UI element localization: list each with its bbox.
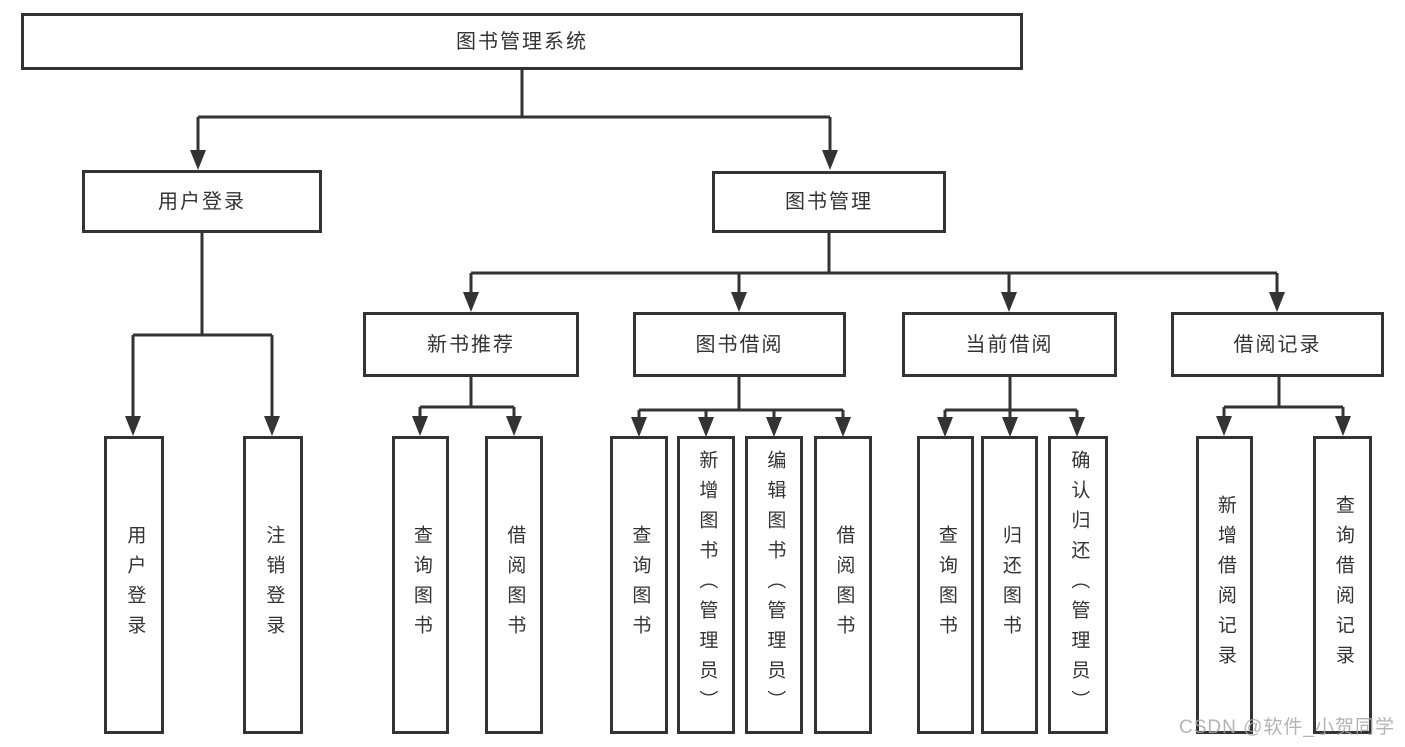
node-add-books-admin: 新增图书（管理员）	[677, 436, 735, 734]
node-user-login: 用户登录	[82, 170, 322, 233]
node-current-borrowing: 当前借阅	[902, 312, 1117, 377]
node-confirm-return-admin: 确认归还（管理员）	[1048, 436, 1108, 734]
node-book-borrowing: 图书借阅	[633, 312, 846, 377]
node-query-books-borrowing: 查询图书	[610, 436, 668, 734]
arrowhead-icons	[125, 150, 1351, 437]
node-borrow-books-borrowing: 借阅图书	[814, 436, 872, 734]
node-query-borrow-record: 查询借阅记录	[1313, 436, 1372, 734]
connector-path	[131, 70, 1345, 420]
node-borrowing-records: 借阅记录	[1171, 312, 1384, 377]
node-library-management-system: 图书管理系统	[21, 13, 1023, 70]
node-book-management: 图书管理	[712, 171, 946, 233]
node-new-book-recommendation: 新书推荐	[363, 312, 579, 377]
node-return-books: 归还图书	[981, 436, 1038, 734]
node-add-borrow-record: 新增借阅记录	[1196, 436, 1253, 734]
node-query-books-recommend: 查询图书	[392, 436, 449, 734]
watermark: CSDN @软件_小贺同学	[1179, 717, 1395, 738]
node-borrow-books-recommend: 借阅图书	[485, 436, 543, 734]
node-logout-leaf: 注销登录	[243, 436, 303, 734]
node-user-login-leaf: 用户登录	[104, 436, 164, 734]
node-edit-books-admin: 编辑图书（管理员）	[745, 436, 803, 734]
node-query-books-current: 查询图书	[917, 436, 974, 734]
